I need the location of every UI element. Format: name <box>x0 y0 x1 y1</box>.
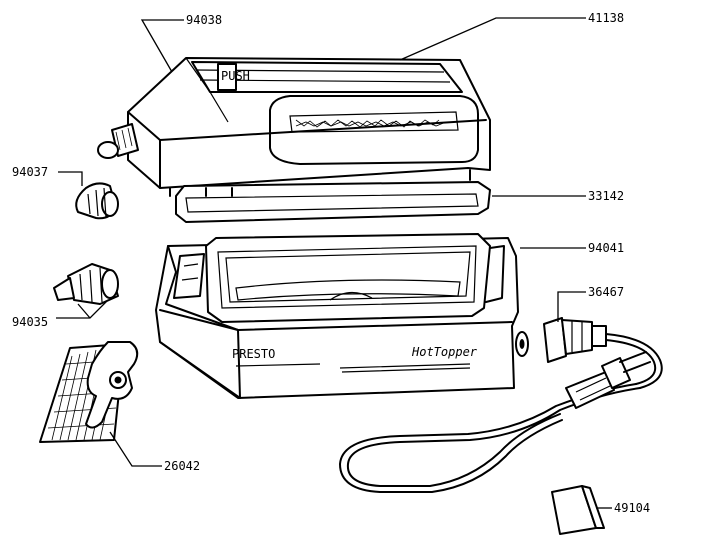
part-label-94038: 94038 <box>186 13 222 27</box>
lid-badge: PUSH <box>221 69 250 83</box>
lid <box>97 57 491 197</box>
part-label-26042: 26042 <box>164 459 200 473</box>
part-label-94037: 94037 <box>12 165 48 179</box>
leader-lines <box>56 17 612 509</box>
part-label-33142: 33142 <box>588 189 624 203</box>
knob-large <box>53 263 119 305</box>
topper-panel <box>191 61 463 93</box>
gasket <box>175 181 491 223</box>
part-label-94035: 94035 <box>12 315 48 329</box>
booklet <box>551 485 605 535</box>
hottopper-badge: HotTopper <box>411 345 478 359</box>
base: PRESTO HotTopper <box>155 233 529 399</box>
knob-small <box>75 182 119 220</box>
presto-badge: PRESTO <box>232 347 275 361</box>
rack-clip <box>39 341 139 443</box>
part-label-94041: 94041 <box>588 241 624 255</box>
part-label-49104: 49104 <box>614 501 650 515</box>
part-label-36467: 36467 <box>588 285 624 299</box>
power-cord <box>339 317 663 493</box>
part-label-41138: 41138 <box>588 11 624 25</box>
